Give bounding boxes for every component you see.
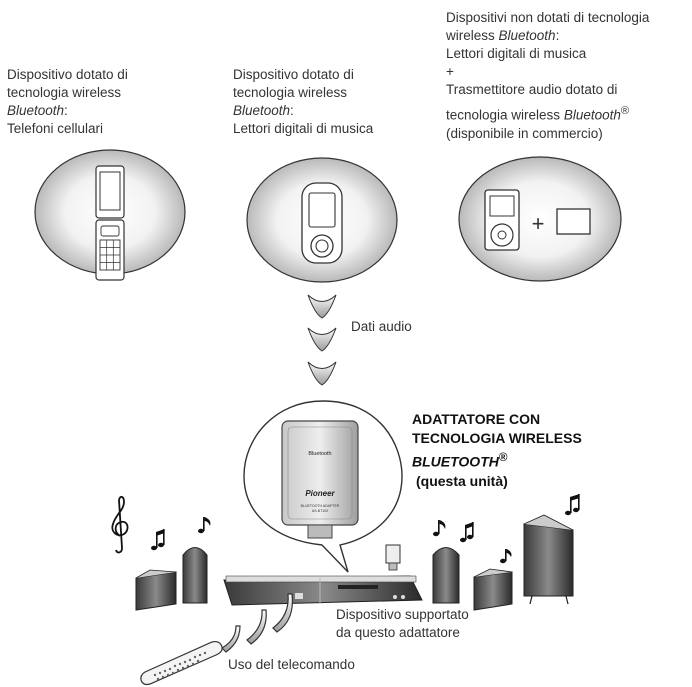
music-note-icon [198,517,211,534]
adapter-pioneer-logo: Pioneer [305,489,335,498]
label-line: Lettori digitali di musica [233,121,374,136]
label-line: Bluetooth: [233,102,373,120]
label-line: tecnologia wireless [7,85,122,100]
adapter-bluetooth-logo: Bluetooth [308,451,331,457]
supported-device-label: Dispositivo supportato da questo adattat… [336,606,469,642]
bluetooth-term: Bluetooth [498,28,556,43]
label-line: (questa unità) [416,472,508,489]
bluetooth-term: Bluetooth [7,103,65,118]
label-line: Dispositivo dotato di [7,67,128,82]
player-bubble [246,157,398,283]
no-bt-bubble [458,156,622,282]
bluetooth-adapter: Bluetooth Pioneer BLUETOOTH ADAPTER AS-B… [281,420,359,539]
speaker-icon [473,568,513,611]
label-line: BLUETOOTH® [412,448,582,472]
speaker-icon [432,547,460,604]
adapter-title: ADATTATORE CON TECNOLOGIA WIRELESS BLUET… [412,410,582,491]
label-line: Bluetooth: [7,102,128,120]
adapter-model-line2: AS-BT100 [312,509,328,513]
bluetooth-term: Bluetooth [563,107,621,123]
audio-data-label: Dati audio [351,319,412,334]
music-note-icon [433,520,446,537]
music-note-icon [460,522,474,543]
remote-signal-icon [221,593,294,653]
plus-sign: + [532,211,545,236]
bluetooth-term: BLUETOOTH [412,453,499,470]
registered-mark: ® [498,451,508,464]
music-note-icon [500,549,512,564]
registered-mark: ® [620,105,630,117]
label-line: tecnologia wireless Bluetooth® [446,102,692,125]
label-line: wireless Bluetooth: [446,27,692,45]
mobile-phone-icon [95,165,125,281]
label-plus: + [446,64,454,79]
phone-bubble [34,149,186,281]
adapter-mini [385,544,401,571]
remote-label: Uso del telecomando [228,657,355,672]
music-player-icon [301,182,343,264]
device-bt-player-label: Dispositivo dotato di tecnologia wireles… [233,66,373,138]
remote-control-icon [140,640,223,686]
music-player-icon [484,189,520,251]
label-line: TECNOLOGIA WIRELESS [412,430,582,446]
music-note-icon [565,494,580,516]
label-punct: : [290,103,294,118]
transmitter-icon [556,208,591,235]
label-line: tecnologia wireless [233,85,348,100]
label-line: da questo adattatore [336,625,460,640]
audio-flow-arrows [307,294,337,386]
label-line: Trasmettitore audio dotato di [446,82,618,97]
av-receiver [223,575,423,606]
device-bt-phone-label: Dispositivo dotato di tecnologia wireles… [7,66,128,138]
label-text: wireless [446,28,499,43]
label-line: Lettori digitali di musica [446,46,587,61]
label-line: Telefoni cellulari [7,121,104,136]
label-line: ADATTATORE CON [412,411,541,427]
bluetooth-term: Bluetooth [233,103,291,118]
device-no-bt-label: Dispositivi non dotati di tecnologia wir… [446,9,692,143]
label-punct: : [555,28,560,43]
speaker-icon [135,569,177,611]
label-line: (disponibile in commercio) [446,125,603,141]
speaker-icon [523,514,574,605]
adapter-model-line1: BLUETOOTH ADAPTER [301,504,340,508]
label-text: tecnologia wireless [446,107,564,123]
speaker-icon [182,547,208,604]
music-note-icon [151,529,165,551]
label-line: Dispositivo dotato di [233,67,354,82]
label-line: Dispositivo supportato [336,607,469,622]
label-line: Dispositivi non dotati di tecnologia [446,10,650,25]
treble-clef-icon [111,495,129,554]
label-punct: : [64,103,68,118]
